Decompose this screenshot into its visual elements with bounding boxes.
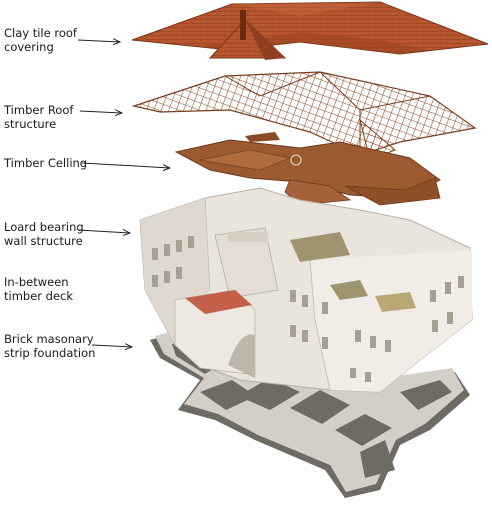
load-bearing-wall-structure <box>139 187 473 393</box>
label-roof-structure: Timber Roof structure <box>4 103 74 131</box>
label-timber-ceiling: Timber Celling <box>4 156 88 170</box>
timber-ceiling <box>174 132 441 206</box>
label-timber-deck: In-between timber deck <box>4 275 74 303</box>
label-roof-covering: Clay tile roof covering <box>4 26 77 54</box>
label-wall-structure: Loard bearing wall structure <box>4 220 84 248</box>
timber-roof-structure <box>131 71 477 161</box>
leader-arrows <box>77 40 170 347</box>
label-foundation: Brick masonary strip foundation <box>4 332 96 360</box>
clay-tile-roof-covering <box>131 1 489 60</box>
